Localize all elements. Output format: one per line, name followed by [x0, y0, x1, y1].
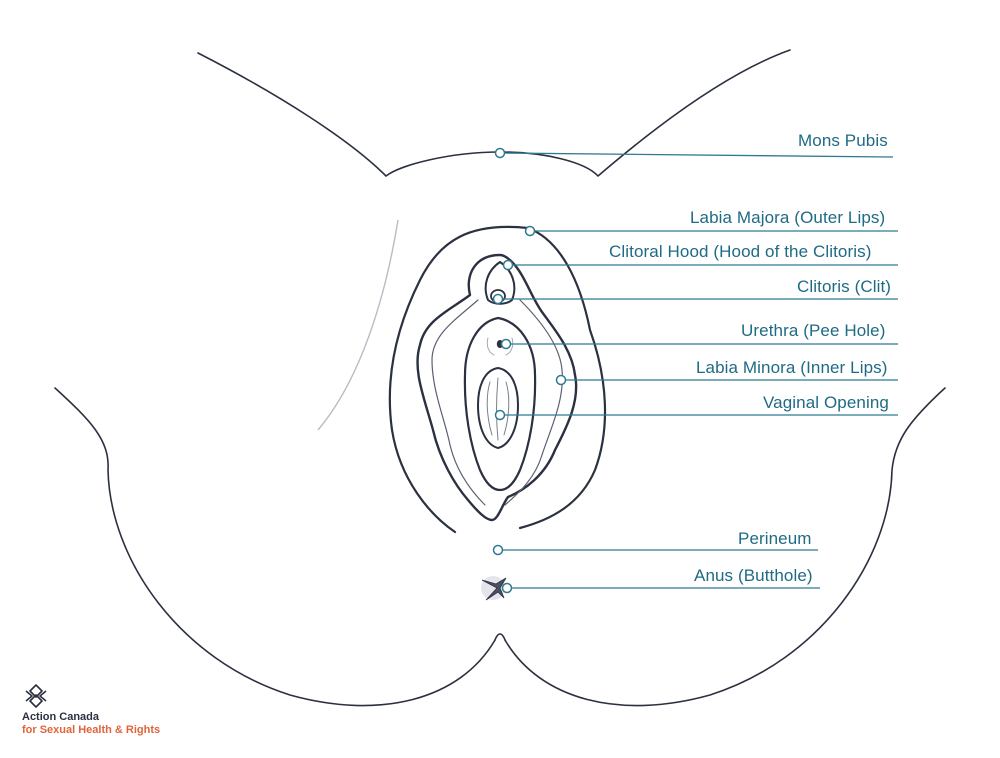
logo-name-line: Action Canada: [22, 711, 99, 723]
label-clitoral-hood: Clitoral Hood (Hood of the Clitoris): [609, 242, 871, 262]
abdomen-right-line: [500, 50, 790, 176]
knot-logo-icon: [22, 683, 50, 709]
label-clitoris: Clitoris (Clit): [797, 277, 891, 297]
logo-tagline: for Sexual Health & Rights: [22, 724, 160, 736]
inner-thigh-shadow: [318, 220, 398, 430]
label-urethra: Urethra (Pee Hole): [741, 321, 885, 341]
marker-vaginal-opening-icon: [496, 411, 505, 420]
buttock-crease: [495, 634, 505, 640]
label-vaginal-opening: Vaginal Opening: [763, 393, 889, 413]
marker-labia-majora-icon: [526, 227, 535, 236]
abdomen-left-line: [198, 53, 500, 176]
label-anus: Anus (Butthole): [694, 566, 813, 586]
marker-labia-minora-icon: [557, 376, 566, 385]
label-perineum: Perineum: [738, 529, 812, 549]
right-thigh-line: [505, 388, 945, 706]
marker-mons-pubis-icon: [496, 149, 505, 158]
marker-perineum-icon: [494, 546, 503, 555]
leader-mons-pubis: [500, 153, 893, 157]
organization-logo: Action Canada for Sexual Health & Rights: [22, 683, 222, 743]
label-labia-minora: Labia Minora (Inner Lips): [696, 358, 887, 378]
marker-urethra-icon: [502, 340, 511, 349]
marker-clitoral-hood-icon: [504, 261, 513, 270]
label-mons-pubis: Mons Pubis: [798, 131, 888, 151]
label-labia-majora: Labia Majora (Outer Lips): [690, 208, 885, 228]
marker-clitoris-icon: [494, 295, 503, 304]
vaginal-opening-folds: [487, 378, 509, 440]
marker-anus-icon: [503, 584, 512, 593]
left-thigh-line: [55, 388, 495, 706]
anus-shadow: [481, 576, 505, 600]
